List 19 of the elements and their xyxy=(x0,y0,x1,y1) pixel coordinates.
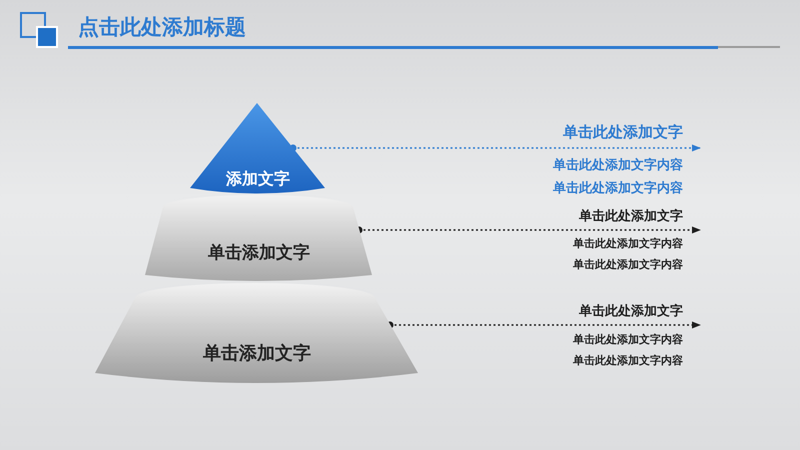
body-text: 单击此处添加文字内容 xyxy=(573,257,683,272)
pyramid-tier xyxy=(190,103,326,194)
body-text: 单击此处添加文字内容 xyxy=(553,156,683,174)
pyramid-tier xyxy=(145,195,373,282)
tier-label: 单击添加文字 xyxy=(202,342,312,365)
body-text: 单击此处添加文字内容 xyxy=(573,353,683,368)
heading-text: 单击此处添加文字 xyxy=(563,123,683,142)
body-text: 单击此处添加文字内容 xyxy=(553,180,683,197)
title: 点击此处添加标题 xyxy=(78,14,246,41)
body-text: 单击此处添加文字内容 xyxy=(573,236,683,251)
tier-label: 添加文字 xyxy=(225,169,291,190)
pyramid-tier xyxy=(95,283,419,384)
tier-label: 单击添加文字 xyxy=(207,242,311,264)
dotted-arrow xyxy=(290,144,701,152)
dotted-arrow xyxy=(386,321,701,329)
heading-text: 单击此处添加文字 xyxy=(579,208,683,225)
body-text: 单击此处添加文字内容 xyxy=(573,332,683,347)
heading-text: 单击此处添加文字 xyxy=(579,302,683,320)
dotted-arrow xyxy=(356,226,701,234)
